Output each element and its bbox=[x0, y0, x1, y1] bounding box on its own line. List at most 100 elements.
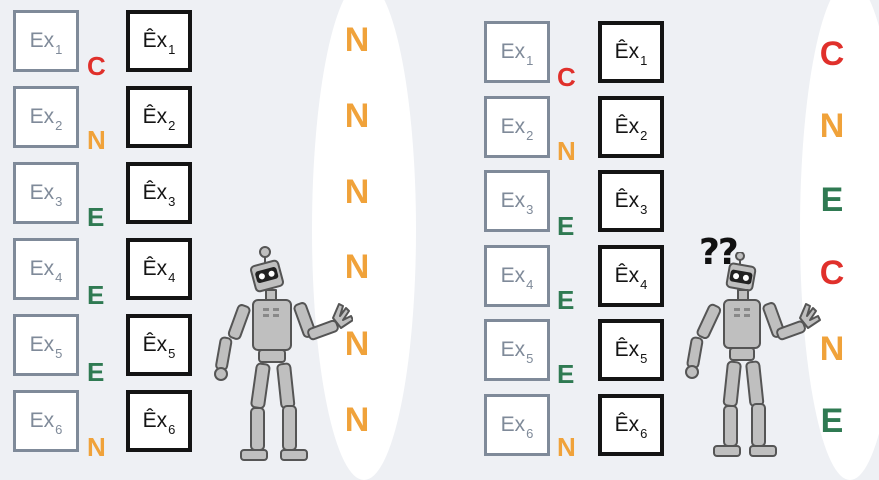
example-box-text: Ex bbox=[29, 333, 55, 356]
example-box-text: Ex bbox=[500, 115, 526, 138]
example-box-subscript: 3 bbox=[526, 201, 534, 217]
modified-example-box-subscript: 3 bbox=[168, 193, 176, 209]
prediction-label: C bbox=[819, 254, 845, 292]
modified-example-box-text: Êx bbox=[142, 409, 168, 432]
prediction-label: E bbox=[820, 181, 844, 219]
modified-example-box-subscript: 5 bbox=[640, 350, 648, 366]
modified-example-box-text: Êx bbox=[142, 105, 168, 128]
prediction-label: N bbox=[819, 107, 845, 145]
example-box-subscript: 1 bbox=[55, 41, 63, 57]
modified-example-box-text: Êx bbox=[614, 115, 640, 138]
example-box-text: Ex bbox=[29, 29, 55, 52]
prediction-label: N bbox=[344, 401, 370, 439]
prediction-label: N bbox=[344, 173, 370, 211]
example-box-text: Ex bbox=[500, 338, 526, 361]
modified-example-box-subscript: 1 bbox=[640, 52, 648, 68]
example-box-subscript: 4 bbox=[526, 276, 534, 292]
prediction-bubble bbox=[800, 0, 879, 480]
gold-label: N bbox=[557, 136, 576, 166]
prediction-label: N bbox=[344, 97, 370, 135]
example-box-subscript: 2 bbox=[55, 117, 63, 133]
gold-label: E bbox=[557, 211, 575, 241]
prediction-label: N bbox=[344, 325, 370, 363]
example-box-text: Ex bbox=[500, 40, 526, 63]
modified-example-box-subscript: 1 bbox=[168, 41, 176, 57]
modified-example-box-text: Êx bbox=[142, 29, 168, 52]
example-box-subscript: 5 bbox=[526, 350, 534, 366]
modified-example-box-text: Êx bbox=[614, 189, 640, 212]
prediction-label: C bbox=[819, 35, 845, 73]
gold-label: C bbox=[87, 51, 106, 81]
prediction-label: N bbox=[819, 330, 845, 368]
gold-label: E bbox=[557, 359, 575, 389]
example-box-subscript: 5 bbox=[55, 345, 63, 361]
modified-example-box-text: Êx bbox=[614, 338, 640, 361]
modified-example-box-text: Êx bbox=[142, 181, 168, 204]
modified-example-box-subscript: 6 bbox=[640, 425, 648, 441]
example-box-subscript: 2 bbox=[526, 127, 534, 143]
example-box-text: Ex bbox=[500, 189, 526, 212]
example-box-text: Ex bbox=[29, 257, 55, 280]
example-box-text: Ex bbox=[29, 181, 55, 204]
prediction-label: N bbox=[344, 248, 370, 286]
gold-label: N bbox=[87, 125, 106, 155]
prediction-bubble bbox=[312, 0, 416, 480]
example-box-text: Ex bbox=[500, 413, 526, 436]
example-box-subscript: 6 bbox=[55, 421, 63, 437]
modified-example-box-text: Êx bbox=[614, 413, 640, 436]
example-box-subscript: 4 bbox=[55, 269, 63, 285]
modified-example-box-subscript: 5 bbox=[168, 345, 176, 361]
example-box-subscript: 6 bbox=[526, 425, 534, 441]
example-box-text: Ex bbox=[29, 105, 55, 128]
gold-label: N bbox=[87, 432, 106, 462]
example-box-subscript: 1 bbox=[526, 52, 534, 68]
modified-example-box-subscript: 2 bbox=[640, 127, 648, 143]
gold-label: E bbox=[557, 285, 575, 315]
modified-example-box-subscript: 2 bbox=[168, 117, 176, 133]
gold-label: E bbox=[87, 357, 105, 387]
gold-label: C bbox=[557, 62, 576, 92]
modified-example-box-text: Êx bbox=[142, 333, 168, 356]
modified-example-box-subscript: 4 bbox=[640, 276, 648, 292]
modified-example-box-subscript: 3 bbox=[640, 201, 648, 217]
gold-label: E bbox=[87, 280, 105, 310]
modified-example-box-text: Êx bbox=[614, 264, 640, 287]
prediction-label: N bbox=[344, 21, 370, 59]
modified-example-box-subscript: 4 bbox=[168, 269, 176, 285]
example-box-text: Ex bbox=[29, 409, 55, 432]
prediction-label: E bbox=[820, 402, 844, 440]
example-box-subscript: 3 bbox=[55, 193, 63, 209]
modified-example-box-text: Êx bbox=[614, 40, 640, 63]
modified-example-box-text: Êx bbox=[142, 257, 168, 280]
modified-example-box-subscript: 6 bbox=[168, 421, 176, 437]
example-box-text: Ex bbox=[500, 264, 526, 287]
robot-icon bbox=[214, 246, 353, 461]
robot-icon bbox=[685, 252, 821, 457]
gold-label: E bbox=[87, 202, 105, 232]
